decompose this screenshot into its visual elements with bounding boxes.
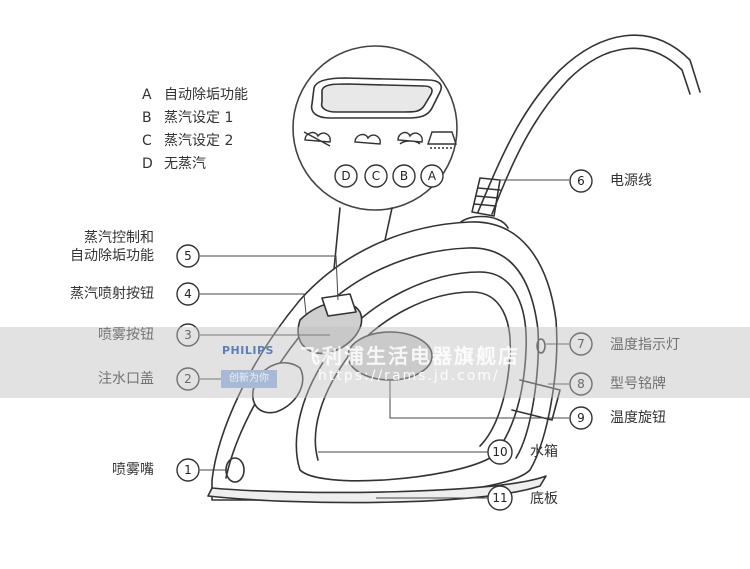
no-steam-icon — [303, 131, 331, 147]
label-filling-cap: 注水口盖 — [98, 371, 154, 387]
callout-1-number: 1 — [184, 463, 192, 477]
steam-1-icon — [397, 131, 423, 145]
calc-clean-icon — [427, 131, 457, 145]
philips-tagline: 创新为你 — [221, 370, 277, 388]
label-steam-control: 蒸汽控制和 自动除垢功能 — [70, 230, 154, 264]
dial-letters — [334, 164, 444, 188]
callout-4-number: 4 — [184, 287, 192, 301]
temperature-indicator — [536, 338, 546, 354]
steam-2-icon — [354, 133, 381, 145]
steam-control — [321, 293, 357, 317]
dial-letter-c: C — [372, 169, 380, 183]
philips-logo: PHILIPS — [222, 344, 274, 357]
watermark-store-name: 飞利浦生活电器旗舰店 — [300, 344, 520, 368]
label-spray-button: 喷雾按钮 — [98, 327, 154, 343]
watermark-url: https://rams.jd.com/ — [318, 368, 500, 384]
power-cord — [477, 34, 701, 213]
label-soleplate: 底板 — [530, 491, 558, 507]
callout-10-number: 10 — [492, 445, 507, 459]
dial-letter-d: D — [341, 169, 350, 183]
callout-3-number: 3 — [184, 328, 192, 342]
label-spray-nozzle: 喷雾嘴 — [112, 462, 154, 478]
soleplate — [207, 475, 547, 504]
callout-2-number: 2 — [184, 372, 192, 386]
callout-7-number: 7 — [577, 337, 585, 351]
callout-6-number: 6 — [577, 174, 585, 188]
callout-9-number: 9 — [577, 411, 585, 425]
callout-8-number: 8 — [577, 377, 585, 391]
callout-11-number: 11 — [492, 491, 507, 505]
dial-letter-b: B — [400, 169, 408, 183]
label-power-cord: 电源线 — [610, 173, 652, 189]
water-tank — [295, 271, 527, 482]
watermark-band — [0, 327, 750, 398]
label-temperature-dial: 温度旋钮 — [610, 410, 666, 426]
label-type-plate: 型号铭牌 — [610, 376, 666, 392]
dial-letter-a: A — [428, 169, 437, 183]
label-steam-boost-button: 蒸汽喷射按钮 — [70, 286, 154, 302]
label-temperature-light: 温度指示灯 — [610, 337, 680, 353]
label-water-tank: 水箱 — [530, 444, 558, 460]
callout-5-number: 5 — [184, 249, 192, 263]
